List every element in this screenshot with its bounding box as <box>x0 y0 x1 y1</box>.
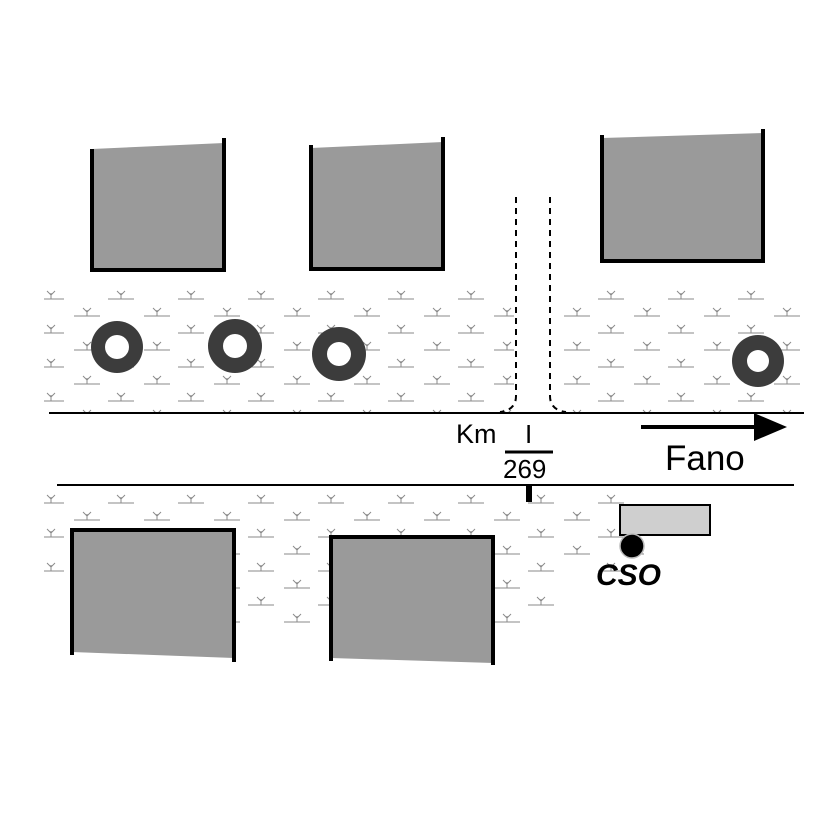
trees <box>91 319 784 387</box>
tree-icon <box>312 327 366 381</box>
km-value-label: 269 <box>503 454 546 484</box>
building-north-1 <box>92 143 224 270</box>
station-point-icon <box>619 533 645 559</box>
building-north-2-outline <box>309 137 445 271</box>
tree-icon <box>91 321 143 373</box>
direction-label: Fano <box>665 439 745 478</box>
building-south-1 <box>72 530 234 658</box>
tree-icon <box>208 319 262 373</box>
station-box <box>619 504 711 536</box>
roads <box>49 197 804 486</box>
km-post <box>526 486 532 502</box>
km-marker: Km I 269 <box>456 419 553 502</box>
building-south-1-outline <box>70 528 236 662</box>
station-label: CSO <box>596 559 661 592</box>
station: CSO <box>596 504 711 592</box>
buildings <box>70 129 765 665</box>
side-road-edge-left <box>499 197 517 413</box>
side-road-edge-right <box>549 197 567 413</box>
building-south-2 <box>331 537 493 663</box>
road-number-label: I <box>525 419 532 449</box>
km-prefix-label: Km <box>456 419 497 449</box>
building-north-3 <box>602 133 763 261</box>
tree-icon <box>732 335 784 387</box>
direction-arrow-icon <box>641 413 787 441</box>
building-south-2-outline <box>329 535 495 665</box>
building-north-1-outline <box>90 138 226 272</box>
building-north-3-outline <box>600 129 765 263</box>
building-north-2 <box>311 142 443 269</box>
